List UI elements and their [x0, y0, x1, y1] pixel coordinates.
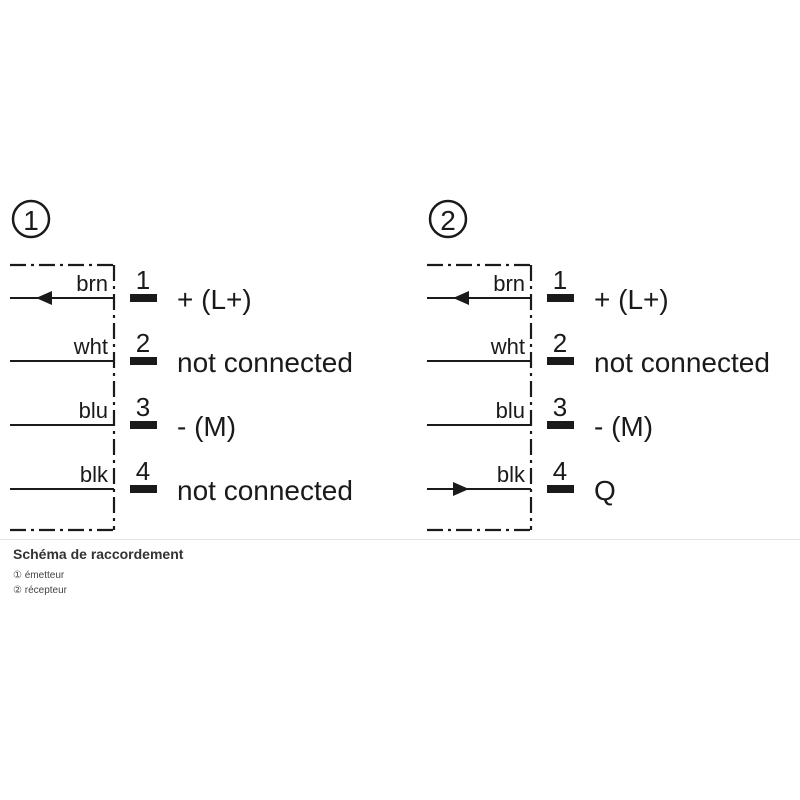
diagram-2-pin-3-wire-color: blu	[496, 398, 525, 423]
diagram-1-pin-3-wire-color: blu	[79, 398, 108, 423]
diagram-2-pin-2-wire-color: wht	[490, 334, 525, 359]
diagram-2-pin-3-contact	[547, 421, 574, 429]
diagram-2-pin-2-label: not connected	[594, 347, 770, 378]
diagram-1-badge-number: 1	[23, 205, 39, 236]
caption-item-emitter: ① émetteur	[13, 570, 65, 581]
caption: Schéma de raccordement ① émetteur ② réce…	[13, 546, 183, 598]
diagram-1-pin-4-contact	[130, 485, 157, 493]
divider	[0, 539, 800, 540]
diagram-1-pin-4-wire-color: blk	[80, 462, 109, 487]
diagram-1-pin-2-wire-color: wht	[73, 334, 108, 359]
diagram-2-pin-4-label: Q	[594, 475, 616, 506]
diagram-2-pin-4-arrow-out	[453, 482, 469, 496]
diagram-2-pin-1-contact	[547, 294, 574, 302]
diagram-1-pin-3-label: - (M)	[177, 411, 236, 442]
diagram-1-pin-1-number: 1	[136, 265, 150, 295]
diagram-1-pin-2-label: not connected	[177, 347, 353, 378]
diagram-1-pin-1-contact	[130, 294, 157, 302]
diagram-1-pin-1-arrow-in	[36, 291, 52, 305]
diagram-2-pin-4-wire-color: blk	[497, 462, 526, 487]
diagram-2-pin-2-contact	[547, 357, 574, 365]
diagram-2-pin-2-number: 2	[553, 328, 567, 358]
diagram-2-pin-4-contact	[547, 485, 574, 493]
diagram-1-pin-2-number: 2	[136, 328, 150, 358]
diagram-2-pin-1-number: 1	[553, 265, 567, 295]
diagram-1-pin-1-wire-color: brn	[76, 271, 108, 296]
diagram-1-badge-circle	[11, 199, 51, 239]
diagram-1-pin-3-contact	[130, 421, 157, 429]
diagram-2-badge-number: 2	[440, 205, 456, 236]
diagram-2-pin-1-wire-color: brn	[493, 271, 525, 296]
diagram-2-badge-circle	[428, 199, 468, 239]
diagram-2-pin-3-number: 3	[553, 392, 567, 422]
diagram-1-pin-1-label: + (L+)	[177, 284, 252, 315]
caption-item-receiver: ② récepteur	[13, 585, 67, 596]
diagram-2-pin-1-arrow-in	[453, 291, 469, 305]
diagram-1-pin-4-number: 4	[136, 456, 150, 486]
caption-title: Schéma de raccordement	[13, 546, 184, 562]
diagram-2-pin-4-number: 4	[553, 456, 567, 486]
diagram-1-pin-2-contact	[130, 357, 157, 365]
diagram-1-pin-4-label: not connected	[177, 475, 353, 506]
diagram-2-pin-3-label: - (M)	[594, 411, 653, 442]
diagram-1-pin-3-number: 3	[136, 392, 150, 422]
diagram-2-pin-1-label: + (L+)	[594, 284, 669, 315]
